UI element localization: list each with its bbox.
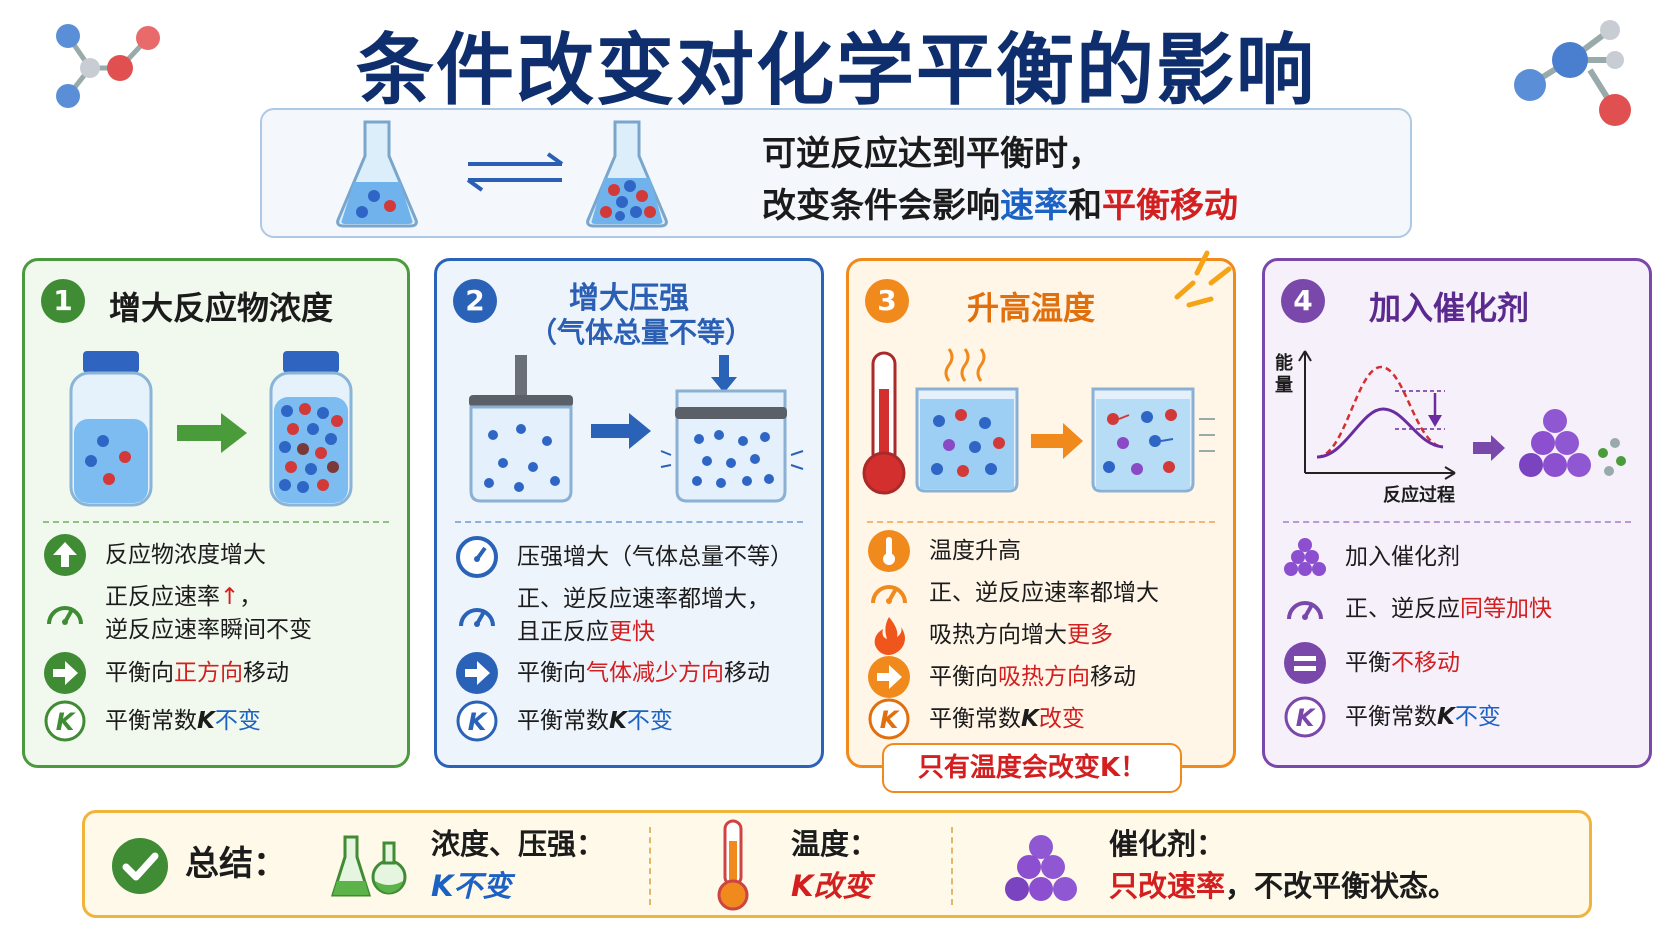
energy-profile-graph <box>1298 350 1456 480</box>
equilibrium-arrows-icon <box>466 152 564 192</box>
svg-text:K: K <box>468 708 489 736</box>
summary-col3-value: 只改速率，不改平衡状态。 <box>1109 869 1458 903</box>
card-number: 2 <box>453 279 497 323</box>
catalyst-small-icon <box>1284 538 1326 576</box>
sun-rays-icon <box>1174 250 1232 308</box>
arrow-right-icon <box>1031 423 1083 459</box>
intro-line-1: 可逆反应达到平衡时， <box>762 134 1102 174</box>
list-item: 正、逆反应速率都增大 <box>867 571 1159 615</box>
bottle-icon-before <box>69 351 153 507</box>
flame-icon <box>874 617 905 655</box>
card-catalyst: 4 加入催化剂 能量 反应过程 加入催化剂 正、逆反应同等加快 平衡不移动 K … <box>1262 258 1652 768</box>
right-arrow-icon <box>456 652 498 694</box>
speedometer-icon <box>1287 601 1323 620</box>
card-title: 升高温度 <box>967 289 1096 327</box>
thermometer-small-icon <box>868 530 910 572</box>
catalyst-spheres-icon <box>1005 835 1077 901</box>
flask-icon-left <box>336 120 418 228</box>
heat-waves-icon <box>944 348 986 382</box>
svg-text:K: K <box>1296 704 1317 732</box>
card-temperature: 3 升高温度 温度升高 正、逆反 <box>846 250 1236 768</box>
k-constant-icon: K <box>1284 696 1326 738</box>
catalyst-spheres-icon <box>1519 409 1626 477</box>
card-divider <box>867 521 1215 523</box>
up-arrow-icon <box>44 534 86 576</box>
card-subtitle: （气体总量不等） <box>529 316 754 349</box>
pressure-gauge-icon <box>456 536 498 578</box>
page-title: 条件改变对化学平衡的影响 <box>355 26 1316 116</box>
list-item: 平衡不移动 <box>1283 641 1460 685</box>
list-item: 正反应速率↑，逆反应速率瞬间不变 <box>43 581 312 647</box>
piston-container-icon-after <box>660 355 804 503</box>
summary-col3-title: 催化剂： <box>1109 827 1226 861</box>
list-item: 平衡向吸热方向移动 <box>867 655 1136 699</box>
list-item: 反应物浓度增大 <box>43 533 266 577</box>
speedometer-icon <box>871 585 907 604</box>
graph-ylabel: 能量 <box>1275 353 1293 396</box>
svg-text:K: K <box>880 706 901 734</box>
arrow-right-icon <box>1473 435 1505 461</box>
intro-line-2: 改变条件会影响速率和平衡移动 <box>762 186 1238 226</box>
card-number: 1 <box>41 279 85 323</box>
card-pressure: 2 增大压强 （气体总量不等） 压强增大（气体总量不等） 正、逆反应速率都增大，… <box>434 258 824 768</box>
card-title: 增大反应物浓度 <box>109 289 334 327</box>
thermometer-icon <box>862 351 906 495</box>
molecule-icon-right <box>1514 20 1631 126</box>
card-divider <box>1283 521 1631 523</box>
intro-text: 可逆反应达到平衡时， 改变条件会影响速率和平衡移动 <box>762 128 1238 232</box>
summary-col1-value: K不变 <box>431 869 512 903</box>
flask-icon-right <box>586 120 668 228</box>
summary-separator <box>951 827 953 905</box>
summary-box: 总结： 浓度、压强： K不变 温度： K改变 催化剂： 只改速率，不改平衡状态。 <box>82 810 1592 918</box>
molecule-icon-left <box>56 24 160 108</box>
list-item: 压强增大（气体总量不等） <box>455 535 793 579</box>
intro-box: 可逆反应达到平衡时， 改变条件会影响速率和平衡移动 <box>260 108 1412 238</box>
k-constant-icon: K <box>456 700 498 742</box>
graph-xlabel: 反应过程 <box>1383 485 1455 506</box>
check-icon <box>112 838 168 894</box>
k-constant-icon: K <box>868 698 910 740</box>
speedometer-icon <box>47 606 83 625</box>
speedometer-icon <box>459 608 495 627</box>
k-constant-icon: K <box>44 700 86 742</box>
thermometer-icon <box>717 819 749 911</box>
card-divider <box>43 521 389 523</box>
card-concentration: 1 增大反应物浓度 反应物浓度增大 正反应速率↑，逆反应速率瞬间不变 平衡向正方… <box>22 258 410 768</box>
temperature-note: 只有温度会改变K！ <box>882 743 1182 793</box>
piston-container-icon-before <box>469 355 573 503</box>
list-item: 正、逆反应同等加快 <box>1283 587 1552 631</box>
summary-label: 总结： <box>185 844 287 884</box>
right-arrow-icon <box>44 652 86 694</box>
list-item: 平衡向正方向移动 <box>43 651 289 695</box>
card-number: 4 <box>1281 279 1325 323</box>
card-divider <box>455 521 803 523</box>
card-number: 3 <box>865 279 909 323</box>
list-item: 加入催化剂 <box>1283 535 1460 579</box>
card-title: 增大压强 <box>569 281 689 316</box>
list-item: 吸热方向增大更多 <box>867 613 1113 657</box>
list-item: 温度升高 <box>867 529 1021 573</box>
beaker-icon-after <box>1091 387 1215 493</box>
card-title: 加入催化剂 <box>1369 289 1530 327</box>
summary-col2-value: K改变 <box>791 869 872 903</box>
equals-icon <box>1284 642 1326 684</box>
arrow-right-icon <box>177 413 247 453</box>
summary-separator <box>649 827 651 905</box>
beaker-icon-before <box>915 387 1019 493</box>
bottle-icon-after <box>269 351 353 507</box>
summary-col2-title: 温度： <box>791 827 879 861</box>
svg-text:K: K <box>56 708 77 736</box>
flask-pair-icon <box>330 835 407 897</box>
list-item: 平衡向气体减少方向移动 <box>455 651 770 695</box>
arrow-right-icon <box>591 413 651 449</box>
list-item: 正、逆反应速率都增大，且正反应更快 <box>455 583 770 649</box>
right-arrow-icon <box>868 656 910 698</box>
summary-col1-title: 浓度、压强： <box>431 827 606 861</box>
